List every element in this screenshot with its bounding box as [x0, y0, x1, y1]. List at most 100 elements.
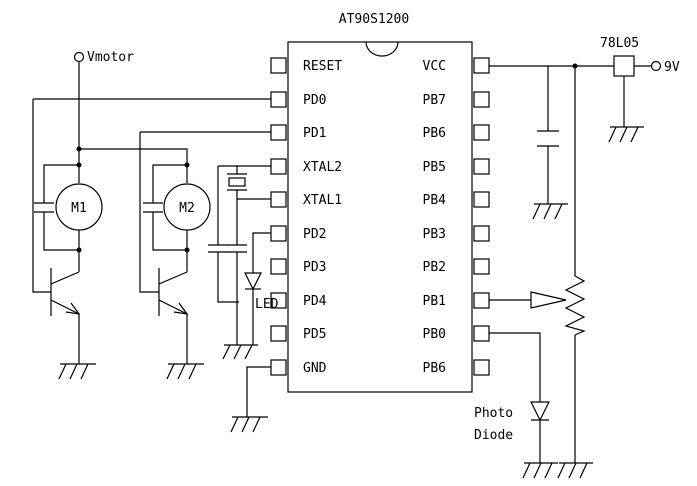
gnd-wire	[246, 366, 271, 417]
xtal2-wire	[236, 165, 271, 174]
transistor2-emitter	[158, 299, 188, 315]
pin-pad	[270, 258, 287, 275]
left-pin-labels: RESET PD0 PD1 XTAL2 XTAL1 PD2 PD3 PD4 PD…	[303, 59, 342, 376]
junction-dot	[76, 146, 82, 152]
pin-label-pb4: PB4	[423, 193, 447, 208]
ground-symbol	[230, 416, 268, 433]
microcontroller-chip: AT90S1200	[287, 12, 473, 393]
pin-label-reset: RESET	[303, 59, 342, 74]
pd2-led-wire	[252, 232, 271, 273]
transistor2-base-wire	[139, 132, 159, 293]
motor2-circuit: M2	[139, 131, 271, 380]
pin-pad	[473, 191, 490, 208]
potentiometer	[564, 275, 586, 336]
pin-label-vcc: VCC	[423, 59, 446, 74]
pin-label-xtal1: XTAL1	[303, 193, 342, 208]
vmotor-terminal	[73, 51, 85, 63]
motor1-capacitor	[34, 202, 54, 213]
pin-pad	[270, 325, 287, 342]
pin-label-pb6-bottom: PB6	[423, 361, 446, 376]
pin-label-pb1: PB1	[423, 294, 446, 309]
chip-notch	[365, 41, 399, 57]
vmotor-branch-m2	[79, 148, 188, 183]
pb0-wire	[489, 332, 541, 402]
pin-label-pd4: PD4	[303, 294, 327, 309]
pin-pad	[270, 191, 287, 208]
pin-label-pd0: PD0	[303, 93, 326, 108]
motor1-capacitor-wires	[43, 164, 79, 251]
photodiode-label-line2: Diode	[474, 428, 513, 443]
pin-pad	[270, 57, 287, 74]
pin-pad	[270, 359, 287, 376]
pin-pad	[473, 225, 490, 242]
ground-symbol	[608, 126, 644, 143]
pin-pad	[270, 292, 287, 309]
pin-label-pb3: PB3	[423, 227, 446, 242]
led-circuit: LED	[244, 232, 279, 345]
pin-pad	[270, 124, 287, 141]
pin-pad	[473, 91, 490, 108]
cap-a-bottom-wire	[217, 252, 239, 303]
pin-pad	[473, 124, 490, 141]
vmotor-rail: Vmotor	[73, 50, 188, 183]
right-pin-labels: VCC PB7 PB6 PB5 PB4 PB3 PB2 PB1 PB0 PB6	[423, 59, 447, 376]
pin-label-xtal2: XTAL2	[303, 160, 342, 175]
led-label: LED	[255, 297, 279, 312]
decoupling-capacitor	[537, 130, 559, 147]
supply-label: 9V	[664, 60, 680, 75]
pin-label-pd3: PD3	[303, 260, 326, 275]
photodiode-symbol	[530, 401, 550, 422]
pin-pad	[270, 158, 287, 175]
power-supply: 78L05 9V	[489, 36, 680, 220]
left-pin-pads	[270, 57, 287, 376]
transistor1-base-wire	[32, 99, 51, 293]
regulator-label: 78L05	[600, 36, 639, 51]
ground-symbol	[222, 344, 258, 360]
pin-label-pd5: PD5	[303, 327, 326, 342]
pin-label-gnd: GND	[303, 361, 327, 376]
pin-label-pd1: PD1	[303, 126, 326, 141]
ground-symbol	[557, 462, 593, 479]
chip-name: AT90S1200	[339, 12, 409, 27]
motor2-label: M2	[179, 201, 195, 216]
pin-label-pb0: PB0	[423, 327, 446, 342]
pin-label-pb7: PB7	[423, 93, 446, 108]
supply-terminal	[650, 60, 662, 72]
regulator-78l05	[613, 55, 635, 77]
pin-pad	[473, 158, 490, 175]
motor2-capacitor-wires	[152, 164, 187, 251]
pin-pad	[473, 325, 490, 342]
crystal-body	[228, 177, 246, 187]
pin-label-pb2: PB2	[423, 260, 446, 275]
pin-pad	[270, 225, 287, 242]
pin-pad	[270, 91, 287, 108]
ground-symbol	[58, 363, 96, 380]
ground-symbol	[532, 203, 568, 220]
transistor1-emitter	[50, 299, 80, 315]
pin-pad	[473, 292, 490, 309]
xtal1-wire	[236, 190, 271, 200]
right-pin-pads	[473, 57, 490, 376]
pin-pad	[473, 57, 490, 74]
pin-pad	[473, 258, 490, 275]
led-symbol	[244, 272, 262, 291]
comparator-amp	[530, 291, 567, 309]
photodiode-label-line1: Photo	[474, 406, 513, 421]
motor1-circuit: M1	[32, 98, 271, 380]
pin-label-pb6: PB6	[423, 126, 446, 141]
vmotor-label: Vmotor	[87, 50, 134, 65]
transistor2-collector	[158, 271, 188, 285]
transistor1-collector	[50, 271, 80, 285]
loading-capacitor	[208, 244, 228, 253]
ground-symbol	[166, 363, 204, 380]
crystal-oscillator	[208, 165, 271, 360]
pin-pad	[473, 359, 490, 376]
pin-label-pb5: PB5	[423, 160, 446, 175]
chip-body	[287, 41, 473, 393]
sensor-comparator: Photo Diode	[474, 66, 593, 479]
loading-capacitor	[227, 244, 247, 253]
pin-label-pd2: PD2	[303, 227, 326, 242]
motor1-label: M1	[71, 201, 87, 216]
ground-symbol	[522, 462, 558, 479]
